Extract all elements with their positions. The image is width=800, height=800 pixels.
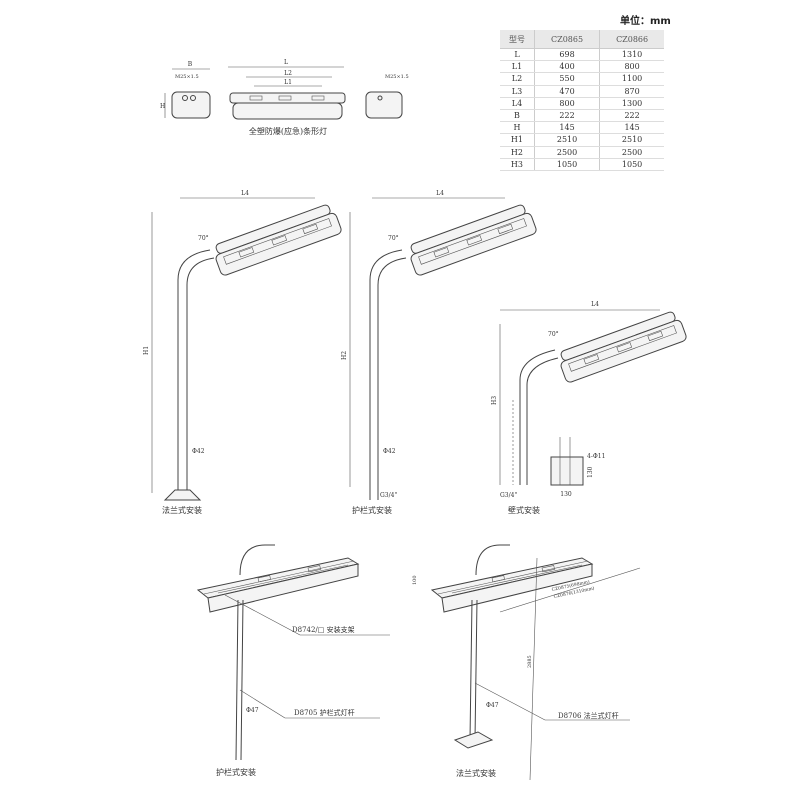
pole-label: D8705 护栏式灯杆 [294, 708, 355, 717]
dim-width: 100 [412, 575, 418, 585]
lamp-front-view: L L2 L1 全塑防爆(应急)条形灯 [228, 59, 346, 136]
lamp-end-view: M25×1.5 [365, 74, 409, 119]
unit-label: 单位：mm [620, 16, 671, 27]
table-cell: H1 [500, 133, 535, 147]
table-cell: 550 [533, 72, 600, 86]
thread-label-left: M25×1.5 [175, 74, 199, 80]
table-cell: 2500 [533, 146, 600, 159]
angle-label: 70° [388, 235, 399, 242]
table-cell: 1310 [599, 48, 664, 62]
table-cell: 145 [599, 121, 664, 135]
iso-railing-view: D8742/□ 安装支架 D8705 护栏式灯杆 Φ47 护栏式安装 [197, 544, 390, 777]
dim-l1: L1 [284, 79, 292, 86]
dim-l4: L4 [591, 301, 599, 308]
bracket-label: D8742/□ 安装支架 [292, 625, 355, 634]
dim-height: 2885 [527, 655, 533, 668]
table-cell: 1100 [599, 72, 664, 86]
table-cell: 1050 [599, 158, 664, 171]
header-cell: CZ0865 [533, 30, 600, 49]
holes-label: 4-Φ11 [587, 453, 605, 460]
dim-h1: H1 [143, 346, 150, 355]
table-cell: H [500, 121, 535, 135]
thread-label: G3/4" [380, 492, 397, 499]
dim-l4: L4 [241, 190, 249, 197]
angle-label: 70° [548, 331, 559, 338]
table-cell: 2510 [533, 133, 600, 147]
pole-label: D8706 法兰式灯杆 [558, 711, 619, 720]
dim-h: H [160, 103, 165, 110]
table-cell: 800 [599, 60, 664, 74]
dim-diameter: Φ47 [246, 707, 259, 714]
dim-l: L [284, 59, 288, 66]
table-cell: 145 [533, 121, 600, 135]
table-cell: 698 [533, 48, 600, 62]
table-cell: 2500 [599, 146, 664, 159]
table-cell: 800 [533, 97, 600, 110]
dim-plate-height: 130 [587, 466, 594, 478]
angle-label: 70° [198, 235, 209, 242]
table-cell: 222 [533, 109, 600, 123]
header-cell: 型号 [500, 30, 535, 49]
table-cell: L [500, 48, 535, 62]
thread-label-right: M25×1.5 [385, 74, 409, 80]
thread-label: G3/4" [500, 492, 517, 499]
table-cell: 870 [599, 85, 664, 98]
caption: 护栏式安装 [352, 505, 392, 515]
lamp-caption: 全塑防爆(应急)条形灯 [249, 126, 327, 136]
dim-plate-width: 130 [560, 491, 572, 498]
dim-diameter: Φ42 [383, 448, 396, 455]
dim-diameter: Φ47 [486, 702, 499, 709]
dim-h2: H2 [341, 351, 348, 360]
table-cell: H2 [500, 146, 535, 159]
dim-l2: L2 [284, 70, 292, 77]
table-cell: L2 [500, 72, 535, 86]
header-cell: CZ0866 [599, 30, 664, 49]
table-cell: L1 [500, 60, 535, 74]
table-cell: 400 [533, 60, 600, 74]
table-cell: 222 [599, 109, 664, 123]
dim-h3: H3 [491, 396, 498, 405]
table-header-row: 型号 CZ0865 CZ0866 [500, 30, 664, 49]
caption: 护栏式安装 [216, 767, 256, 777]
caption: 法兰式安装 [456, 768, 496, 778]
iso-flange-view: 100 CZ0875(698mm) CZ0876(1310mm) 2885 Φ4… [412, 544, 641, 781]
dim-diameter: Φ42 [192, 448, 205, 455]
table-cell: 2510 [599, 133, 664, 147]
flange-pole-view: L4 70° H1 Φ42 法兰式安装 [143, 190, 343, 515]
table-cell: 1300 [599, 97, 664, 110]
table-cell: 1050 [533, 158, 600, 171]
table-cell: B [500, 109, 535, 123]
dim-l4: L4 [436, 190, 444, 197]
caption: 壁式安装 [508, 505, 540, 515]
table-cell: 470 [533, 85, 600, 98]
railing-pole-view: L4 70° H2 Φ42 G3/4" 护栏式安装 [341, 190, 538, 515]
table-cell: L4 [500, 97, 535, 110]
lamp-side-view: B M25×1.5 H [160, 61, 211, 119]
wall-pole-view: L4 70° H3 G3/4" 4-Φ11 130 130 壁式安装 [491, 301, 688, 515]
dim-b: B [188, 61, 193, 68]
table-cell: H3 [500, 158, 535, 171]
caption: 法兰式安装 [162, 505, 202, 515]
table-cell: L3 [500, 85, 535, 98]
